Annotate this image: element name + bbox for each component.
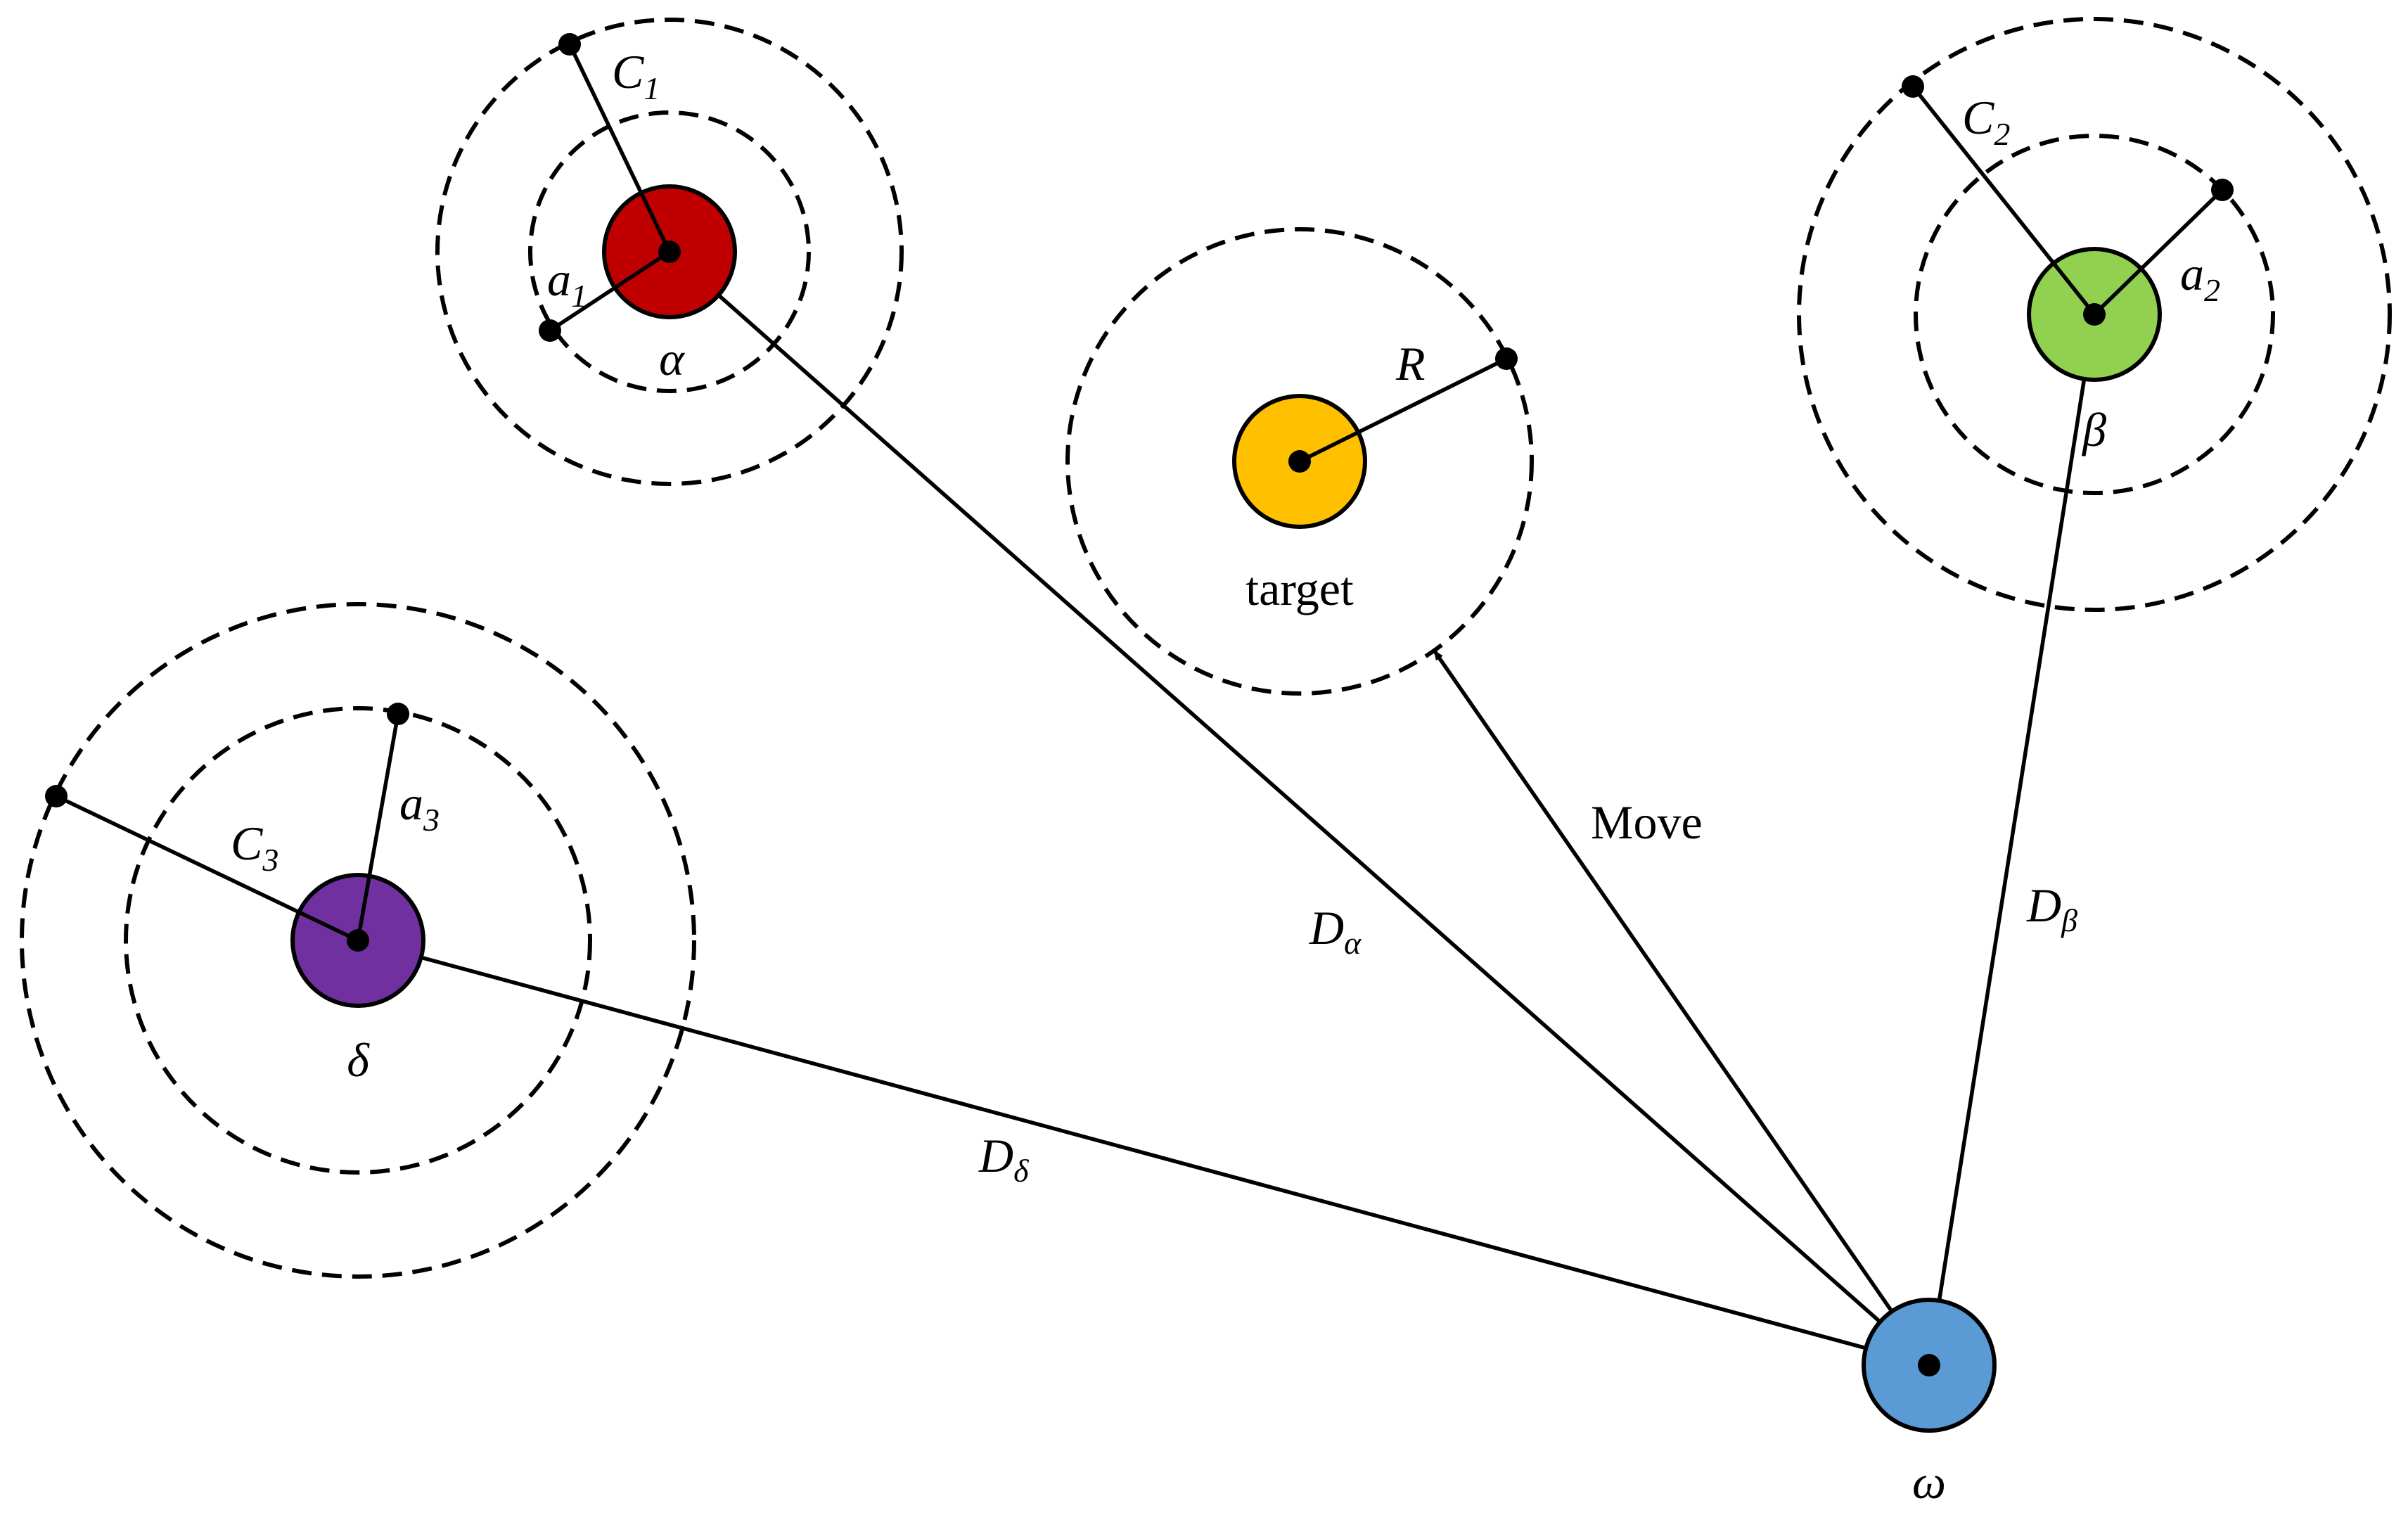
target-label: target: [1245, 562, 1354, 615]
delta-a3-endpoint: [387, 703, 409, 725]
c3-label: C3: [231, 817, 278, 878]
alpha-group: [435, 18, 904, 486]
target-group: [1065, 227, 1534, 696]
c1-label: C1: [612, 45, 660, 106]
move-label: Move: [1591, 795, 1703, 849]
distance-line-delta: [357, 938, 1930, 1367]
d-delta-label: Dδ: [978, 1129, 1029, 1189]
alpha-center-dot: [658, 241, 681, 263]
alpha-inner-ring: [528, 110, 811, 393]
distance-line-alpha: [668, 250, 1930, 1367]
target-ring: [1065, 227, 1534, 696]
beta-group: [1797, 17, 2392, 612]
alpha-c1-radius: [568, 43, 672, 253]
delta-c3-endpoint: [45, 785, 68, 807]
target-center-dot: [1288, 450, 1311, 473]
delta-group: [20, 602, 696, 1279]
target-r-radius: [1298, 357, 1508, 464]
beta-center-dot: [2083, 303, 2106, 326]
target-r-endpoint: [1495, 347, 1518, 370]
alpha-label: α: [659, 332, 685, 385]
alpha-outer-ring: [435, 18, 904, 486]
a1-label: a1: [547, 253, 587, 314]
alpha-a1-radius: [549, 250, 671, 333]
d-alpha-label: Dα: [1309, 901, 1362, 961]
r-label: R: [1395, 337, 1426, 390]
beta-a2-endpoint: [2211, 179, 2234, 201]
a3-label: a3: [399, 776, 440, 838]
delta-outer-ring: [20, 602, 696, 1279]
alpha-c1-endpoint: [558, 33, 581, 56]
d-beta-label: Dβ: [2026, 878, 2077, 938]
alpha-a1-endpoint: [539, 319, 561, 342]
beta-inner-ring: [1914, 134, 2275, 495]
omega-center-dot: [1918, 1354, 1940, 1376]
delta-inner-ring: [124, 706, 592, 1175]
beta-outer-ring: [1797, 17, 2392, 612]
beta-label: β: [2081, 403, 2106, 456]
delta-center-dot: [347, 929, 369, 952]
a2-label: a2: [2180, 247, 2220, 308]
move-arrow: [1433, 650, 1931, 1367]
omega-label: ω: [1912, 1455, 1946, 1509]
c2-label: C2: [1962, 91, 2010, 152]
delta-label: δ: [347, 1033, 370, 1087]
beta-c2-radius: [1911, 85, 2096, 316]
beta-c2-endpoint: [1902, 75, 1924, 98]
beta-a2-radius: [2093, 188, 2224, 316]
delta-c3-radius: [55, 794, 359, 942]
delta-a3-radius: [356, 713, 400, 941]
omega-group: [1862, 1298, 1997, 1433]
